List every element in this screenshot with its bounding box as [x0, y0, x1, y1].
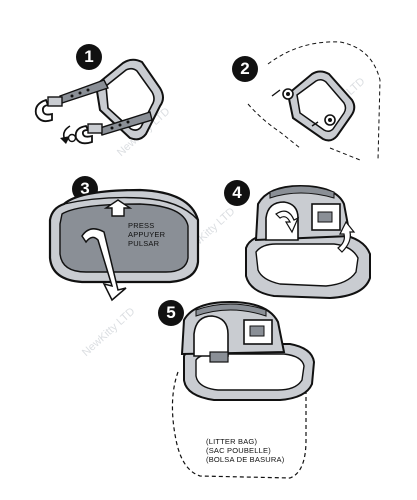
scoop: [209, 351, 229, 363]
filter-door: [243, 319, 273, 345]
step-3-label-pulsar: PULSAR: [128, 239, 160, 248]
swoop-arrow: [81, 228, 127, 302]
litter-bag-outline: [171, 371, 307, 479]
press-arrow: [103, 199, 133, 217]
step-5-number: 5: [158, 300, 184, 326]
step-5-label-litter-bag: (LITTER BAG): [206, 437, 258, 446]
hook-lower: [74, 125, 93, 145]
step-3-label-appuyer: APPUYER: [128, 230, 166, 239]
step-5-label-bolsa-de-basura: (BOLSA DE BASURA): [206, 455, 285, 464]
step-1-number: 1: [76, 44, 102, 70]
strap-lower: [99, 111, 153, 136]
step-2-number: 2: [232, 56, 258, 82]
rotate-arrow: [275, 210, 300, 234]
lift-arrow: [337, 220, 356, 253]
lid-opening: [193, 315, 229, 357]
hook-upper: [34, 98, 53, 123]
step-5-label-sac-poubelle: (SAC POUBELLE): [206, 446, 271, 455]
dashed-box-outline: [267, 41, 381, 161]
step-3-label-press: PRESS: [128, 221, 155, 230]
step-4-number: 4: [224, 180, 250, 206]
